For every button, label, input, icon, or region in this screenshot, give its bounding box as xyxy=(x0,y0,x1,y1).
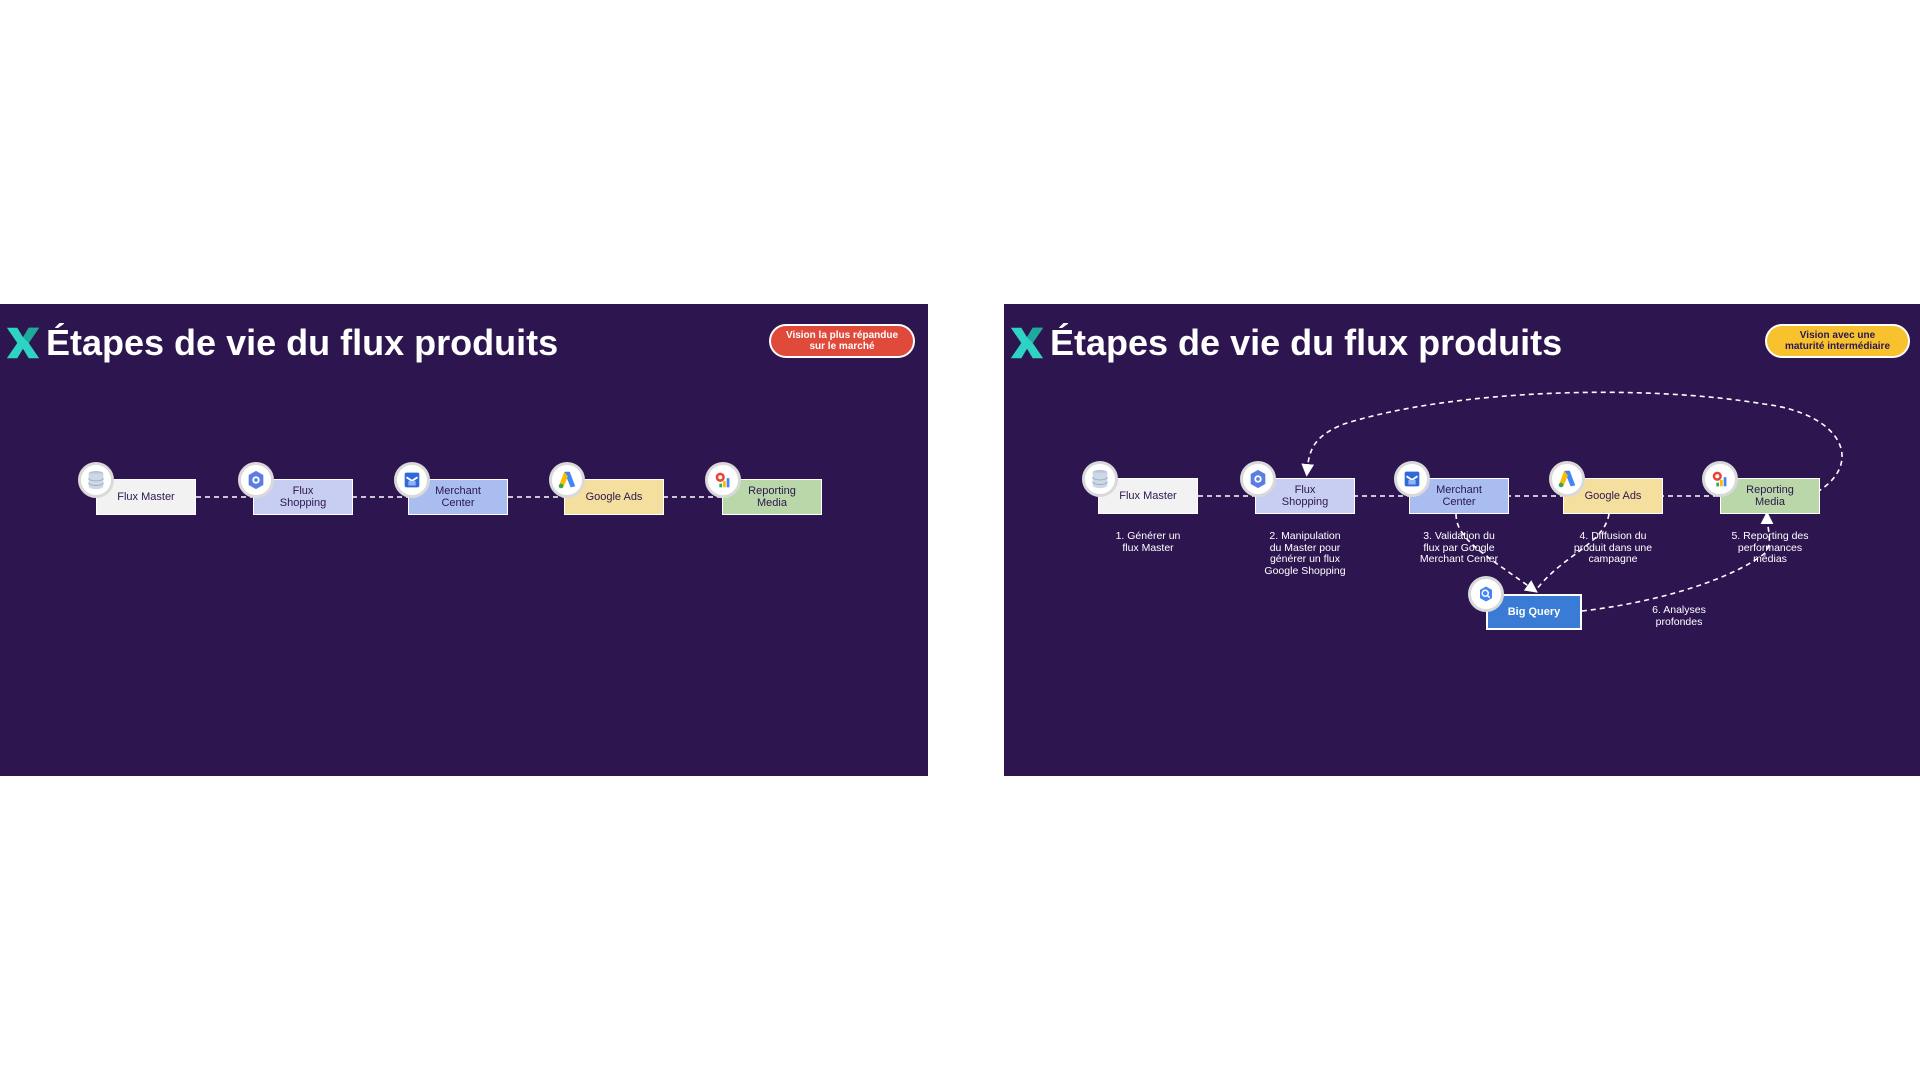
merchant-center-icon xyxy=(1394,461,1430,497)
node-flux-shopping: Flux Shopping xyxy=(1255,478,1355,514)
flow-connectors xyxy=(1198,391,1843,612)
google-shopping-icon xyxy=(238,462,274,498)
node-reporting-media: Reporting Media xyxy=(722,479,822,515)
brand-logo-icon xyxy=(1010,327,1044,359)
database-icon xyxy=(1082,461,1118,497)
slide-title: Étapes de vie du flux produits xyxy=(46,322,559,363)
flow-connectors xyxy=(196,496,722,498)
vision-badge: Vision la plus répandue sur le marché xyxy=(769,324,915,358)
looker-studio-icon xyxy=(705,462,741,498)
slide-title: Étapes de vie du flux produits xyxy=(1050,322,1563,363)
vision-badge: Vision avec une maturité intermédiaire xyxy=(1765,324,1910,358)
google-ads-icon xyxy=(1549,461,1585,497)
step-label-1: 1. Générer un flux Master xyxy=(1115,530,1181,554)
step-label-2: 2. Manipulation du Master pour générer u… xyxy=(1264,530,1346,577)
brand-logo-icon xyxy=(6,327,40,359)
database-icon xyxy=(78,462,114,498)
step-label-3: 3. Validation du flux par Google Merchan… xyxy=(1419,530,1499,565)
bigquery-icon xyxy=(1468,576,1504,612)
step-label-6: 6. Analyses profondes xyxy=(1652,604,1706,628)
step-label-4: 4. Diffusion du produit dans une campagn… xyxy=(1573,530,1653,565)
node-flux-master: Flux Master xyxy=(96,479,196,515)
google-shopping-icon xyxy=(1240,461,1276,497)
slide-left: Étapes de vie du flux produits Vision la… xyxy=(0,304,928,776)
slide-right: Étapes de vie du flux produits Vision av… xyxy=(1004,304,1920,776)
step-label-5: 5. Reporting des performances médias xyxy=(1731,530,1809,565)
merchant-center-icon xyxy=(394,462,430,498)
node-reporting-media: Reporting Media xyxy=(1720,478,1820,514)
google-ads-icon xyxy=(549,462,585,498)
looker-studio-icon xyxy=(1702,461,1738,497)
